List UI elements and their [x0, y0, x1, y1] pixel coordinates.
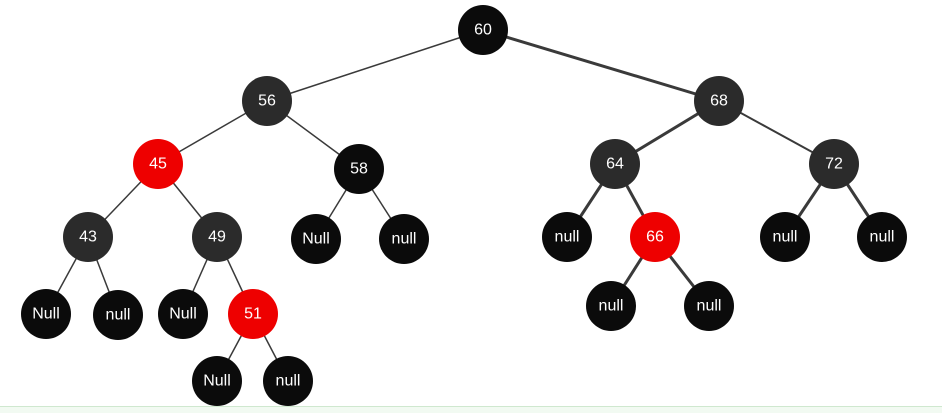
- node-circle-black: [263, 356, 313, 406]
- node-circle-black: [93, 290, 143, 340]
- node-circle-black: [192, 356, 242, 406]
- edge-n60-n68: [482, 28, 720, 103]
- node-circle-black: [458, 5, 508, 55]
- tree-node-null51L: Null: [192, 356, 242, 406]
- tree-node-null58R: null: [379, 214, 429, 264]
- tree-node-null58L: Null: [291, 214, 341, 264]
- node-label: 66: [646, 229, 664, 246]
- tree-node-null43L: Null: [21, 289, 71, 339]
- node-circle-dark: [809, 139, 859, 189]
- tree-node-n56: 56: [242, 76, 292, 126]
- tree-node-n58: 58: [334, 144, 384, 194]
- node-circle-dark: [242, 76, 292, 126]
- node-circle-black: [291, 214, 341, 264]
- node-circle-red: [133, 139, 183, 189]
- node-label: 72: [825, 156, 843, 173]
- node-label: Null: [203, 373, 231, 390]
- tree-node-null49L: Null: [158, 289, 208, 339]
- node-label: null: [106, 307, 131, 324]
- node-circle-black: [857, 212, 907, 262]
- tree-node-n64: 64: [590, 139, 640, 189]
- node-label: null: [555, 229, 580, 246]
- node-label: null: [697, 298, 722, 315]
- node-label: 43: [79, 229, 97, 246]
- tree-node-n45: 45: [133, 139, 183, 189]
- node-circle-black: [684, 281, 734, 331]
- node-label: null: [773, 229, 798, 246]
- tree-node-n68: 68: [694, 76, 744, 126]
- tree-node-n51: 51: [228, 289, 278, 339]
- node-circle-black: [379, 214, 429, 264]
- node-label: 60: [474, 22, 492, 39]
- node-label: null: [392, 231, 417, 248]
- node-circle-dark: [192, 212, 242, 262]
- node-label: Null: [169, 306, 197, 323]
- node-circle-dark: [63, 212, 113, 262]
- tree-node-null66L: null: [586, 281, 636, 331]
- node-label: 45: [149, 156, 167, 173]
- tree-node-null51R: null: [263, 356, 313, 406]
- tree-node-null72L: null: [760, 212, 810, 262]
- tree-node-n60: 60: [458, 5, 508, 55]
- node-label: Null: [302, 231, 330, 248]
- node-circle-black: [158, 289, 208, 339]
- tree-node-null66R: null: [684, 281, 734, 331]
- edge-n60-n56: [266, 29, 484, 102]
- node-label: null: [276, 373, 301, 390]
- node-circle-red: [228, 289, 278, 339]
- node-label: 51: [244, 306, 262, 323]
- node-circle-red: [630, 212, 680, 262]
- tree-node-null72R: null: [857, 212, 907, 262]
- tree-node-n49: 49: [192, 212, 242, 262]
- node-label: Null: [32, 306, 60, 323]
- node-label: null: [870, 229, 895, 246]
- bottom-divider: [0, 406, 942, 413]
- tree-node-null64L: null: [542, 212, 592, 262]
- node-circle-black: [542, 212, 592, 262]
- node-label: 68: [710, 93, 728, 110]
- node-circle-dark: [694, 76, 744, 126]
- node-circle-black: [586, 281, 636, 331]
- tree-node-n72: 72: [809, 139, 859, 189]
- node-circle-black: [334, 144, 384, 194]
- node-label: 56: [258, 93, 276, 110]
- tree-node-null43R: null: [93, 290, 143, 340]
- node-label: 58: [350, 161, 368, 178]
- tree-node-n43: 43: [63, 212, 113, 262]
- node-circle-black: [21, 289, 71, 339]
- tree-node-n66: 66: [630, 212, 680, 262]
- node-label: 64: [606, 156, 624, 173]
- node-circle-black: [760, 212, 810, 262]
- node-label: null: [599, 298, 624, 315]
- node-circle-dark: [590, 139, 640, 189]
- node-label: 49: [208, 229, 226, 246]
